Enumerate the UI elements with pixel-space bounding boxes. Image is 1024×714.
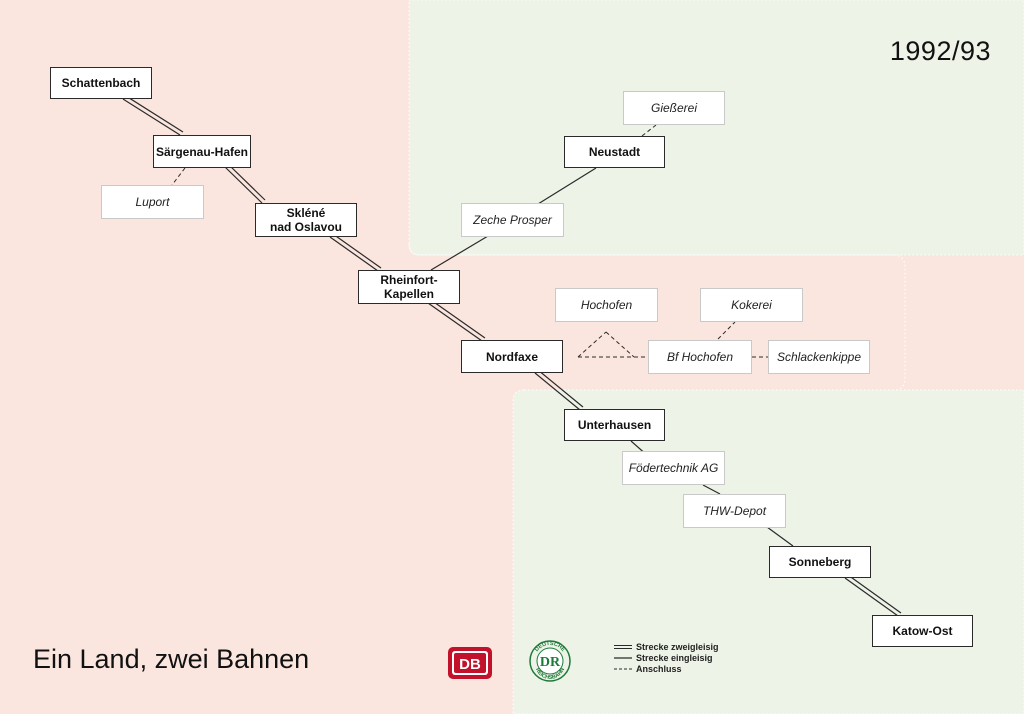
station-saergenau-hafen[interactable]: Särgenau-Hafen — [153, 135, 251, 168]
station-nordfaxe[interactable]: Nordfaxe — [461, 340, 563, 373]
dr-logo: DR DEUTSCHE REICHSBAHN — [527, 638, 573, 684]
station-label: Unterhausen — [577, 418, 652, 432]
siding-foerdertechnik[interactable]: Födertechnik AG — [622, 451, 725, 485]
siding-luport[interactable]: Luport — [101, 185, 204, 219]
siding-thw-depot[interactable]: THW-Depot — [683, 494, 786, 528]
station-label: Nordfaxe — [485, 349, 538, 364]
station-sonneberg[interactable]: Sonneberg — [769, 546, 871, 578]
siding-hochofen-right — [605, 331, 635, 358]
legend-double-track: Strecke zweigleisig — [614, 641, 719, 652]
siding-saergenau-luport — [171, 167, 186, 186]
legend-siding: Anschluss — [614, 663, 719, 674]
station-unterhausen[interactable]: Unterhausen — [564, 409, 665, 441]
siding-label: Födertechnik AG — [628, 461, 719, 475]
track-saergenau-sklene — [224, 163, 266, 204]
db-logo: DB — [447, 646, 493, 680]
single-track-icon — [614, 656, 632, 659]
siding-label: THW-Depot — [702, 504, 767, 518]
station-label: Särgenau-Hafen — [155, 144, 249, 159]
siding-label: Gießerei — [650, 101, 697, 115]
track-rheinfort-nordfaxe — [427, 299, 486, 342]
track-thw-sonneberg — [766, 526, 794, 547]
siding-label: Kokerei — [731, 298, 772, 312]
siding-lines — [171, 124, 768, 358]
siding-label: Luport — [135, 195, 170, 209]
station-neustadt[interactable]: Neustadt — [564, 136, 665, 168]
siding-neustadt-giesserei — [641, 124, 657, 137]
station-schattenbach[interactable]: Schattenbach — [50, 67, 152, 99]
station-label: Neustadt — [588, 145, 641, 159]
siding-label: Zeche Prosper — [473, 213, 552, 227]
legend-label: Anschluss — [636, 663, 682, 674]
legend-label: Strecke zweigleisig — [636, 641, 719, 652]
legend-single-track: Strecke eingleisig — [614, 652, 719, 663]
siding-label: Hochofen — [580, 298, 633, 312]
siding-bf-hochofen[interactable]: Bf Hochofen — [648, 340, 752, 374]
station-label: Skléné nad Oslavou — [269, 206, 343, 234]
station-katow-ost[interactable]: Katow-Ost — [872, 615, 973, 647]
siding-giesserei[interactable]: Gießerei — [623, 91, 725, 125]
year-label: 1992/93 — [889, 36, 991, 66]
station-label: Schattenbach — [61, 76, 141, 90]
siding-kokerei[interactable]: Kokerei — [700, 288, 803, 322]
double-track-lines — [122, 95, 902, 617]
siding-hochofen-left — [577, 331, 607, 358]
station-rheinfort-kapellen[interactable]: Rheinfort- Kapellen — [358, 270, 460, 304]
siding-label: Schlackenkippe — [776, 350, 862, 364]
track-sklene-rheinfort — [329, 233, 382, 272]
station-label: Sonneberg — [788, 555, 852, 569]
legend-label: Strecke eingleisig — [636, 652, 713, 663]
svg-text:DB: DB — [459, 656, 481, 673]
siding-icon — [614, 668, 632, 669]
track-foerdertechnik-thw — [702, 484, 721, 495]
track-schattenbach-saergenau — [122, 95, 184, 136]
legend: Strecke zweigleisig Strecke eingleisig A… — [614, 641, 719, 674]
siding-zeche-prosper[interactable]: Zeche Prosper — [461, 203, 564, 237]
station-sklene[interactable]: Skléné nad Oslavou — [255, 203, 357, 237]
track-rheinfort-zeche — [430, 235, 489, 271]
track-zeche-neustadt — [537, 167, 597, 205]
track-sonneberg-katow — [844, 574, 902, 617]
siding-hochofen[interactable]: Hochofen — [555, 288, 658, 322]
station-label: Katow-Ost — [892, 624, 953, 638]
east-region-north — [408, 0, 1024, 256]
page-title: Ein Land, zwei Bahnen — [33, 644, 310, 674]
double-track-icon — [614, 644, 632, 649]
siding-schlackenkippe[interactable]: Schlackenkippe — [768, 340, 870, 374]
siding-label: Bf Hochofen — [666, 350, 734, 364]
track-nordfaxe-unterhausen — [534, 369, 584, 411]
svg-text:DR: DR — [540, 655, 561, 670]
station-label: Rheinfort- Kapellen — [380, 273, 438, 301]
